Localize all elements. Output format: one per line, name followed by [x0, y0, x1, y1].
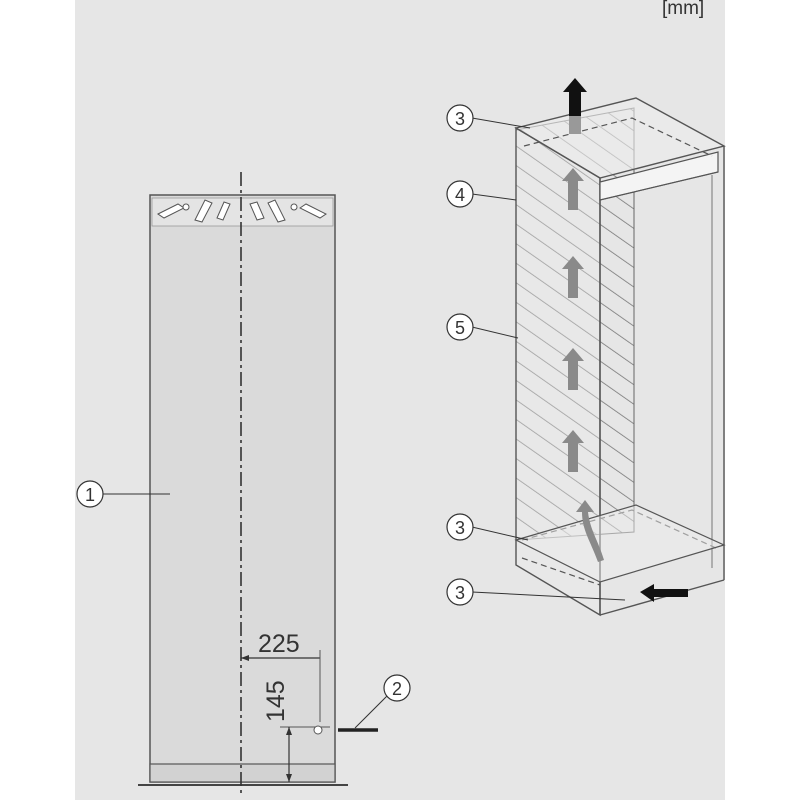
airflow-up-arrow-icon — [562, 348, 584, 390]
callout-3-middle-label: 3 — [455, 518, 465, 538]
callout-1-label: 1 — [85, 485, 95, 505]
callout-3-top: 3 — [446, 104, 531, 132]
appliance-front-view: 225 145 — [138, 172, 378, 795]
air-exit-arrow-icon — [563, 78, 587, 134]
air-intake-arrow-icon — [640, 584, 688, 602]
connection-point-icon — [313, 725, 323, 735]
callout-3-bottom: 3 — [446, 578, 626, 606]
appliance-body — [149, 194, 336, 783]
airflow-arrows — [562, 78, 688, 602]
dimension-145 — [280, 726, 330, 782]
callout-2: 2 — [354, 674, 411, 729]
unit-label: [mm] — [662, 0, 705, 19]
callout-5: 5 — [446, 313, 519, 341]
cabinet-niche — [514, 97, 726, 617]
dimension-225 — [241, 650, 321, 722]
appliance-plinth — [149, 763, 336, 783]
airflow-up-arrow-icon — [562, 168, 584, 210]
callout-4-label: 4 — [455, 185, 465, 205]
top-vent-grille — [151, 197, 334, 227]
callout-3-middle: 3 — [446, 513, 529, 541]
airflow-up-arrow-icon — [562, 430, 584, 472]
dimension-225-label: 225 — [258, 630, 300, 658]
callout-4: 4 — [446, 180, 517, 208]
callout-1: 1 — [76, 480, 170, 508]
dimension-145-label: 145 — [262, 680, 290, 722]
callout-3-bottom-label: 3 — [455, 583, 465, 603]
callout-2-label: 2 — [392, 679, 402, 699]
airflow-up-arrow-icon — [562, 256, 584, 298]
callout-5-label: 5 — [455, 318, 465, 338]
callout-3-top-label: 3 — [455, 109, 465, 129]
cabinet-bottom-panel — [514, 504, 726, 583]
airflow-curve-arrow-icon — [576, 500, 604, 562]
